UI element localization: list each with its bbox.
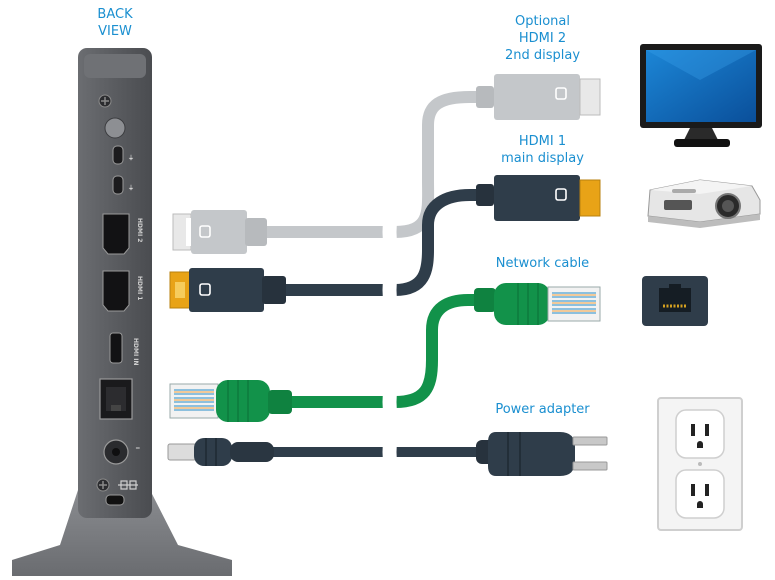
- hdmi2-plug-right-body: [494, 74, 580, 120]
- network-cable-label: Network cable: [495, 256, 590, 271]
- wall-outlet-icon: [657, 397, 743, 531]
- hdmi2-label: Optional HDMI 2 2nd display: [480, 13, 605, 64]
- device-stand: [12, 490, 232, 576]
- power-adapter-label: Power adapter: [495, 402, 590, 417]
- hdmi2-plug-left-body: [191, 210, 247, 254]
- rj45-plug-right-tip: [547, 286, 601, 322]
- rj45-plug-left-tip: [169, 383, 219, 419]
- dc-plug-body: [194, 438, 232, 466]
- back-view-line2: VIEW: [98, 24, 132, 39]
- hdmi2-plug-right-tip: [579, 78, 601, 116]
- back-view-label: BACK VIEW: [80, 6, 150, 40]
- lock-slot[interactable]: [105, 494, 125, 506]
- hdmi-in-port[interactable]: [109, 332, 123, 364]
- hdmi1-plug-right-body: [494, 175, 580, 221]
- hdmi2-cable: [172, 74, 601, 254]
- ac-plug-prong-top: [572, 436, 608, 446]
- hdmi-in-port-label: HDMI IN: [132, 338, 139, 366]
- usb-c-port-2[interactable]: [112, 175, 124, 195]
- hdmi1-port-label: HDMI 1: [136, 276, 143, 300]
- hdmi2-port[interactable]: [102, 213, 130, 255]
- hdmi1-plug-right-tip: [579, 179, 601, 217]
- power-button[interactable]: [104, 117, 126, 139]
- ac-plug-prong-bottom: [572, 461, 608, 471]
- projector-icon: [647, 179, 761, 228]
- ac-plug-body: [488, 432, 575, 476]
- hdmi1-port[interactable]: [102, 270, 130, 312]
- dc-plug-tip: [167, 443, 197, 461]
- hdmi1-label-line1: HDMI 1: [518, 134, 567, 149]
- hdmi2-label-line3: 2nd display: [504, 48, 581, 63]
- usb-c-port-1[interactable]: [112, 145, 124, 165]
- hdmi1-cable: [169, 175, 601, 312]
- back-view-line1: BACK: [97, 7, 133, 22]
- power-cable-line: [167, 432, 608, 476]
- rj45-boot-left: [216, 380, 270, 422]
- monitor-icon: [640, 44, 762, 147]
- network-icon: [118, 480, 138, 490]
- ethernet-jack-icon: [642, 276, 708, 326]
- hdmi1-label: HDMI 1 main display: [480, 133, 605, 167]
- hdmi1-label-line2: main display: [501, 151, 584, 166]
- mini-pc-back: ⏚ ⏚ HDMI 2 HDMI 1 HDMI IN ═: [12, 48, 232, 576]
- usb-icon-1: ⏚: [128, 155, 134, 162]
- network-cable-line: [169, 283, 601, 422]
- rj45-boot-right: [494, 283, 550, 325]
- dc-icon: ═: [135, 445, 140, 452]
- hdmi2-label-line1: Optional: [515, 14, 570, 29]
- hdmi2-label-line2: HDMI 2: [518, 31, 567, 46]
- usb-icon-2: ⏚: [128, 185, 134, 192]
- hdmi1-plug-left-body: [189, 268, 264, 312]
- hdmi2-port-label: HDMI 2: [136, 218, 143, 242]
